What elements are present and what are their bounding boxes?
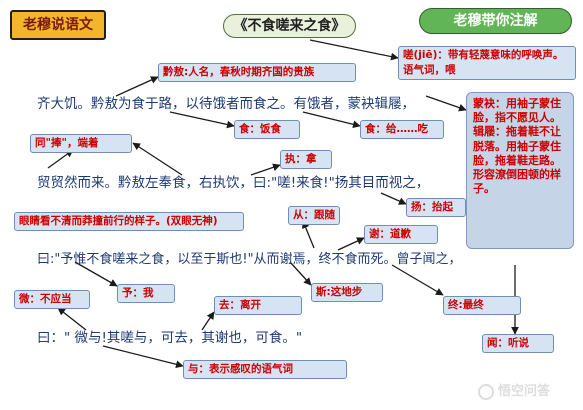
note-peng: 同"捧"，端着 xyxy=(30,134,132,153)
arrow-icon xyxy=(380,192,407,205)
passage-line-2: 贸贸然而来。黔敖左奉食，右执饮，曰:"嗟!来食!"扬其目而视之， xyxy=(37,175,430,191)
note-wen: 闻：听说 xyxy=(482,334,554,353)
annotation-tag: 老穆带你注解 xyxy=(419,8,572,34)
note-si-feed: 食：给……吃 xyxy=(360,120,444,139)
page-title: 《不食嗟来之食》 xyxy=(223,14,356,38)
arrow-icon xyxy=(102,345,184,369)
lesson-series-tag: 老穆说语文 xyxy=(10,10,106,40)
arrow-icon xyxy=(57,307,87,331)
note-qu: 去：离开 xyxy=(214,296,302,315)
passage-line-4: 曰：" 微与!其嗟与，可去，其谢也，可食。" xyxy=(37,330,303,346)
arrow-icon xyxy=(169,111,235,129)
note-maomao: 眼睛看不清而莽撞前行的样子。(双眼无神) xyxy=(14,212,244,231)
arrow-icon xyxy=(302,220,315,249)
note-xie: 谢：道歉 xyxy=(364,225,438,244)
arrow-icon xyxy=(337,237,365,251)
arrow-icon xyxy=(302,111,361,129)
passage-line-3: 曰:"予惟不食嗟来之食，以至于斯也!"从而谢焉，终不食而死。曾子闻之， xyxy=(37,252,462,267)
note-cong: 从：跟随 xyxy=(288,206,340,225)
note-qianao: 黔敖:人名，春秋时期齐国的贵族 xyxy=(158,63,356,82)
note-zhong: 终:最终 xyxy=(443,296,521,315)
note-si-food: 食：饭食 xyxy=(234,120,300,139)
note-si-place: 斯:这地步 xyxy=(311,283,383,302)
note-mengmei-jiju: 蒙袂：用袖子蒙住脸，指不愿见人。辑屦：拖着鞋不让脱落。用袖子蒙住脸，拖着鞋走路。… xyxy=(466,92,574,249)
note-yang: 扬：抬起 xyxy=(406,198,466,217)
note-jie: 嗟(jiē)：带有轻蔑意味的呼唤声。语气词，喂 xyxy=(398,46,576,80)
watermark-text: 悟空问答 xyxy=(498,384,551,399)
arrow-icon xyxy=(425,95,467,112)
arrow-icon xyxy=(132,142,183,176)
arrow-icon xyxy=(309,39,399,61)
watermark: 悟空问答 xyxy=(478,380,550,400)
passage-line-1: 齐大饥。黔敖为食于路，以待饿者而食之。有饿者，蒙袂辑屦， xyxy=(37,96,415,112)
wukong-logo-icon xyxy=(478,383,494,400)
note-zhi: 执：拿 xyxy=(280,150,332,169)
note-yu-me: 予：我 xyxy=(117,284,175,303)
note-wei: 微：不应当 xyxy=(14,290,90,309)
note-yu-particle: 与：表示感叹的语气词 xyxy=(183,360,347,379)
